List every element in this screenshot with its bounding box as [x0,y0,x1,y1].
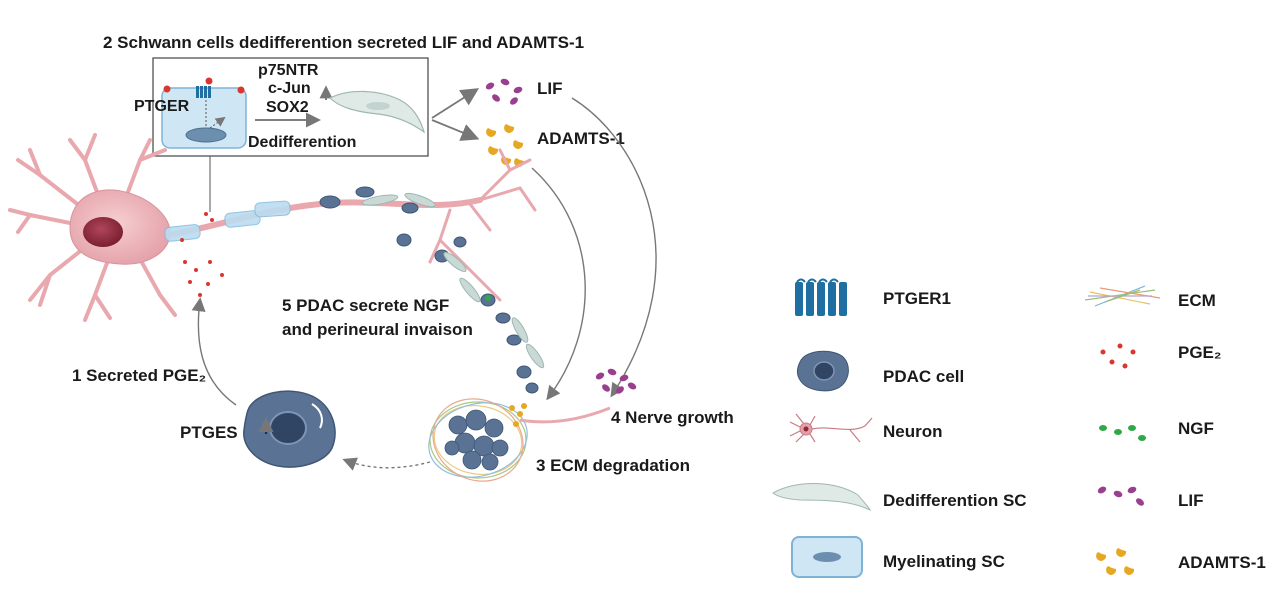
legend-lif: LIF [1178,491,1204,510]
lif-molecules [485,78,523,105]
legend-pdac-cell: PDAC cell [883,367,964,386]
neuron-icon [789,413,873,443]
diagram-title: 2 Schwann cells dedifferention secreted … [103,33,584,52]
myelinating-sc-icon [791,536,863,578]
ptges-label: PTGES [180,423,238,442]
legend-dedifferentiation-sc: Dedifferention SC [883,491,1027,510]
step3-label: 3 ECM degradation [536,456,690,475]
ptger-receptor-icon [196,86,211,98]
lif-label: LIF [537,79,563,98]
large-pdac-cell [243,390,336,468]
pge2-secretion-arrow [191,297,237,406]
ngf-dot [485,295,491,301]
legend-pge2: PGE₂ [1178,343,1221,362]
legend-myelinating-sc: Myelinating SC [883,552,1005,571]
arrow-to-adamts [431,119,480,141]
dedifferentiated-sc-icon [772,483,872,512]
ecm-to-pdac-arrow [342,457,431,471]
legend-ptger1: PTGER1 [883,289,951,308]
dedifferentiation-label: Dedifferention [248,134,356,151]
marker-sox2: SOX2 [266,99,309,116]
lif-to-nerve-growth-arrow [571,97,657,398]
neuron [8,133,537,322]
adamts-to-ecm-arrow [531,167,586,401]
adamts-label: ADAMTS-1 [537,129,625,148]
marker-p75ntr: p75NTR [258,62,319,79]
adamts1-icon [1096,548,1135,575]
schwann-dedifferentiation-inset: PTGER p75NTR c-Jun SOX2 Dedifferention [134,57,429,212]
step1-label: 1 Secreted PGE₂ [72,366,206,385]
step5-label-line1: 5 PDAC secrete NGF [282,296,449,315]
lif-molecules-nerve [595,368,637,394]
pdac-cell-icon [796,350,849,392]
legend-ngf: NGF [1178,419,1214,438]
arrow-to-lif [431,88,480,119]
dedifferentiated-sc-cell [328,90,426,134]
ptger-label: PTGER [134,98,190,115]
ngf-dots-icon [1099,425,1146,441]
legend-adamts1: ADAMTS-1 [1178,553,1266,572]
pge2-dots-icon [1100,343,1136,369]
step5-label-line2: and perineural invaison [282,320,473,339]
marker-cjun: c-Jun [268,80,311,97]
legend-ecm: ECM [1178,291,1216,310]
legend: PTGER1 PDAC cell Neuron Dedifferention S… [772,278,1266,578]
invading-pdac-cells [319,186,539,394]
ecm-icon [1084,285,1161,307]
ptger1-receptor-icon [795,278,847,316]
neuron-nucleus [83,217,123,247]
step4-label: 4 Nerve growth [611,408,734,427]
tumor-ecm-cluster [428,398,611,482]
legend-neuron: Neuron [883,422,943,441]
lif-dots-icon [1097,486,1144,506]
migrating-sc-cells [361,192,545,369]
